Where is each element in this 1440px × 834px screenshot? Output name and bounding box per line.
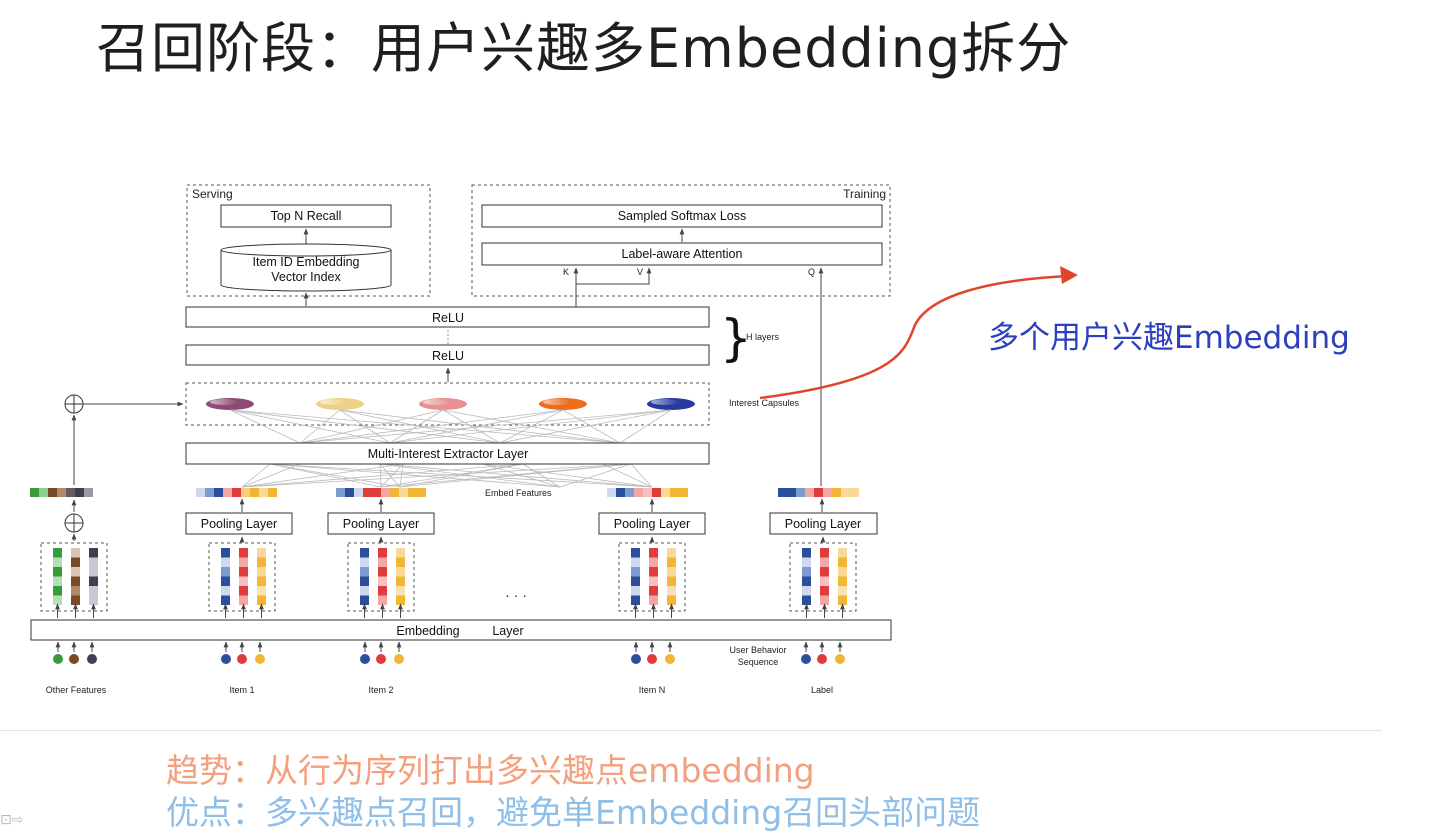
corner-icon: ⊡⇨ xyxy=(0,812,24,828)
embed-strip-item2 xyxy=(336,488,426,497)
pooling-layer-itemn: Pooling Layer xyxy=(598,512,706,535)
svg-text:Pooling Layer: Pooling Layer xyxy=(614,517,690,531)
interest-capsules-label: Interest Capsules xyxy=(729,398,800,408)
vector-index-line1: Item ID Embedding xyxy=(253,255,360,269)
dots-item-1 xyxy=(221,641,265,664)
dots-other-features xyxy=(53,641,97,664)
svg-text:Pooling Layer: Pooling Layer xyxy=(201,517,277,531)
embed-group-itemn xyxy=(618,536,686,618)
embed-strip-item1 xyxy=(196,488,277,497)
pooling-layer-item2: Pooling Layer xyxy=(327,512,435,535)
annotation-text: 多个用户兴趣Embedding xyxy=(988,320,1350,356)
embed-strip-itemn xyxy=(607,488,688,497)
embed-group-other xyxy=(40,542,108,618)
extractor-layer-box xyxy=(185,442,710,465)
pooling-layer-label: Pooling Layer xyxy=(769,512,878,535)
relu-bottom-box xyxy=(185,344,710,366)
embed-features-label: Embed Features xyxy=(485,488,552,498)
pros-text: 优点：多兴趣点召回，避免单Embedding召回头部问题 xyxy=(166,793,981,832)
vector-index-line2: Vector Index xyxy=(271,270,341,284)
annotation-arrowhead xyxy=(1060,266,1078,284)
relu-top-box xyxy=(185,306,710,328)
v-label: V xyxy=(637,267,643,277)
h-layers-label: H layers xyxy=(746,332,780,342)
dots-item-2 xyxy=(360,641,404,664)
h-layers-brace: } xyxy=(720,309,752,367)
slide-title: 召回阶段：用户兴趣多Embedding拆分 xyxy=(96,17,1072,80)
embedding-layer-box xyxy=(30,619,892,641)
svg-text:Pooling Layer: Pooling Layer xyxy=(343,517,419,531)
label-aware-attention-box xyxy=(481,242,883,266)
label-item-2: Item 2 xyxy=(368,685,393,695)
pooling-layer-item1: Pooling Layer xyxy=(185,512,293,535)
embed-group-item2 xyxy=(347,536,415,618)
training-label: Training xyxy=(843,187,886,201)
trend-text: 趋势：从行为序列打出多兴趣点embedding xyxy=(166,751,815,790)
embed-group-label xyxy=(789,536,857,618)
embedding-layer-label: Embedding xyxy=(396,624,459,638)
sampled-softmax-label: Sampled Softmax Loss xyxy=(618,209,747,223)
divider xyxy=(0,730,1382,731)
sampled-softmax-box xyxy=(481,204,883,228)
dots-label xyxy=(801,641,845,664)
embed-strip-other xyxy=(30,488,93,497)
q-label: Q xyxy=(808,267,815,277)
top-n-recall-box xyxy=(220,204,392,228)
serving-box xyxy=(186,184,431,297)
svg-text:Pooling Layer: Pooling Layer xyxy=(785,517,861,531)
serving-label: Serving xyxy=(192,187,233,201)
relu-top-label: ReLU xyxy=(432,311,464,325)
dots-item-n xyxy=(631,641,675,664)
relu-bottom-label: ReLU xyxy=(432,349,464,363)
vector-index-cylinder xyxy=(220,250,392,292)
label-label: Label xyxy=(811,685,833,695)
user-behavior-label-2: Sequence xyxy=(738,657,779,667)
label-item-n: Item N xyxy=(639,685,666,695)
embed-group-item1 xyxy=(208,536,276,618)
embed-strip-label xyxy=(778,488,859,497)
ellipsis: · · · xyxy=(505,587,527,603)
embedding-layer-label-2: Layer xyxy=(492,624,523,638)
training-box xyxy=(471,184,891,297)
label-item-1: Item 1 xyxy=(229,685,254,695)
k-label: K xyxy=(563,267,569,277)
extractor-layer-label: Multi-Interest Extractor Layer xyxy=(368,447,528,461)
user-behavior-label-1: User Behavior xyxy=(729,645,786,655)
annotation-arrow xyxy=(759,274,1069,400)
label-other-features: Other Features xyxy=(46,685,107,695)
label-aware-attention-label: Label-aware Attention xyxy=(622,247,743,261)
top-n-recall-label: Top N Recall xyxy=(271,209,342,223)
